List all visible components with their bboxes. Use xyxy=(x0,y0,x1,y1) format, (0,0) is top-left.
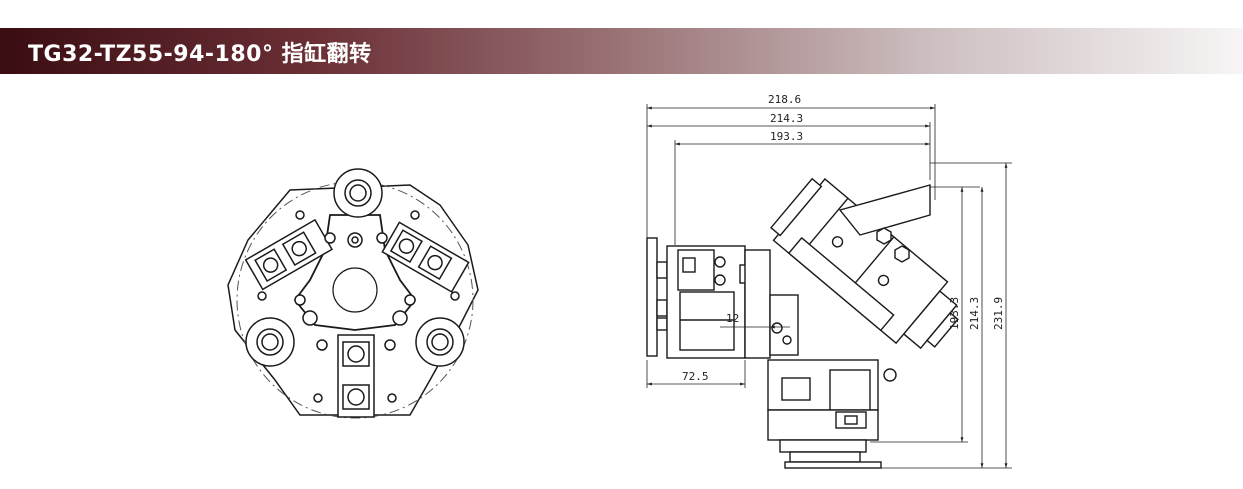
front-view xyxy=(227,168,479,419)
title-bar: TG32-TZ55-94-180° 指缸翻转 xyxy=(0,28,1243,74)
dim-height-b: 214.3 xyxy=(968,297,981,330)
dim-width-inner: 193.3 xyxy=(770,130,803,143)
dim-height-c: 231.9 xyxy=(992,297,1005,330)
dimension-labels: 218.6 214.3 193.3 193.3 214.3 231.9 12 7… xyxy=(682,93,1005,383)
dim-offset-left: 72.5 xyxy=(682,370,709,383)
dim-height-a: 193.3 xyxy=(948,297,961,330)
page-title: TG32-TZ55-94-180° 指缸翻转 xyxy=(28,42,372,67)
dim-offset-small: 12 xyxy=(726,312,739,325)
dim-width-mid: 214.3 xyxy=(770,112,803,125)
side-view xyxy=(646,177,959,469)
dim-width-overall: 218.6 xyxy=(768,93,801,106)
dimension-lines xyxy=(646,104,1012,469)
